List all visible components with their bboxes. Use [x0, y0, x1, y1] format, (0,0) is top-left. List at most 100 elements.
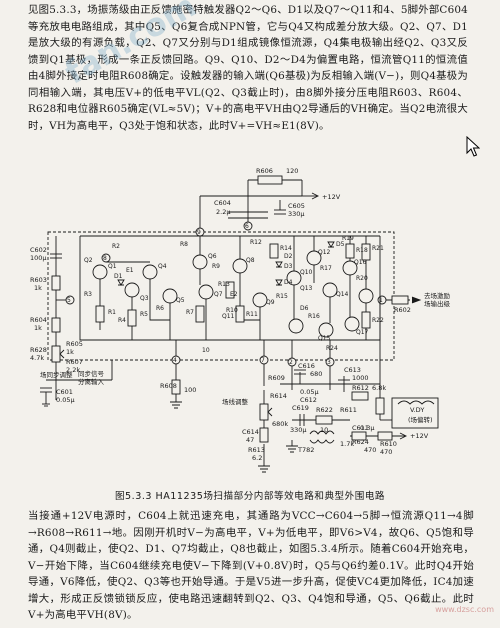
diode-label: D1 [114, 273, 123, 280]
resistor-label: R2 [112, 243, 120, 250]
transistor-label: Q14 [336, 291, 349, 298]
label-c604: C604 [214, 199, 231, 207]
transistor-label: Q10 [300, 269, 313, 276]
resistor-label: R22 [372, 317, 384, 324]
label-c601: C601 [56, 388, 73, 396]
resistor-label: R10 [226, 307, 238, 314]
label-c601-val: 0.05μ [56, 396, 75, 404]
resistor-label: R24 [326, 345, 338, 352]
label-r622: R622 [316, 406, 333, 414]
label-c604-val: 2.2μ [216, 208, 230, 216]
label-r605: R605 [66, 340, 83, 348]
label-c612-val: 0.05μ [300, 388, 319, 396]
pin-number: 3 [327, 359, 331, 366]
resistor-label: R17 [320, 265, 332, 272]
resistor-label: R7 [186, 309, 194, 316]
label-r606: R606 [256, 167, 273, 175]
label-r613: R613 [248, 446, 265, 454]
label-r610-val: 470 [380, 448, 392, 456]
diode-labels: D1 D2 D3 D4 D5 D6 [114, 241, 345, 312]
paragraph-bottom: 当接通+12V电源时，C604上就迅速充电，其通路为VCC→C604→5脚→恒流… [28, 510, 474, 621]
corner-watermark: www.dzsc.com [435, 605, 494, 614]
transistor-label: Q16 [354, 259, 367, 266]
resistor-label: R21 [372, 245, 384, 252]
label-c611: C611 [352, 424, 369, 432]
label-field-adjust: 场同步调整 [40, 370, 73, 379]
label-c602: C602 [30, 246, 47, 254]
label-v12b: +12V [410, 432, 429, 440]
label-r607-val: 2.2k [66, 366, 80, 374]
transistor-label: Q15 [318, 335, 331, 342]
label-r624: R624 [352, 438, 369, 446]
resistor-label: R3 [84, 291, 92, 298]
diode-label: D4 [284, 279, 293, 286]
resistor-label: R11 [246, 311, 258, 318]
label-vdy: V.DY [410, 406, 424, 414]
pin-number: 5 [67, 297, 71, 304]
label-vdy2: (场偏转) [408, 415, 433, 424]
resistor-label: R18 [356, 247, 368, 254]
resistor-labels: R1 R2 R3 R4 R5 R6 R7 R8 R9 R10 R11 R12 R… [84, 235, 384, 352]
label-r612-val: 6.8k [372, 384, 386, 392]
label-r602: R602 [394, 306, 411, 314]
pin-numbers: 9 6 8 5 4 7 2 3 1 10 [67, 223, 383, 366]
label-r604-val: 1k [34, 324, 42, 332]
emitter-label: E1 [126, 267, 134, 274]
transistor-label: Q5 [176, 297, 185, 304]
label-r611: R611 [340, 406, 357, 414]
label-r606-val: 120 [286, 167, 298, 175]
label-r624-val: 470 [364, 446, 376, 454]
label-sync-in: 同步信号 [78, 369, 105, 378]
label-c613: C613 [344, 366, 361, 374]
transistor-label: Q4 [158, 263, 167, 270]
paragraph-top: 见图5.3.3，场振荡级由正反馈施密特触发器Q2～Q6、D1以及Q7～Q11和4… [28, 4, 468, 132]
label-sync-in2: 分离输入 [78, 377, 105, 386]
pin-number: 9 [197, 229, 201, 236]
label-v12: +12V [322, 193, 341, 201]
pin-number: 4 [173, 357, 177, 364]
label-out2: 场输出级 [424, 299, 451, 308]
resistor-label: R13 [218, 281, 230, 288]
resistor-label: R8 [180, 241, 188, 248]
label-r605-val: 1k [66, 348, 74, 356]
diode-label: D3 [284, 263, 293, 270]
label-r608-val: 100 [184, 386, 196, 394]
resistor-label: R12 [250, 239, 262, 246]
label-c614-val: 47 [246, 436, 254, 444]
pin-number: 2 [289, 359, 293, 366]
transistor-label: Q1 [108, 263, 117, 270]
label-r613-val: 6.2 [252, 454, 262, 462]
transistor-label: Q7 [214, 291, 223, 298]
pin-number: 8 [103, 255, 107, 262]
label-c602-val: 100μ [30, 254, 47, 262]
emitter-labels: E1 E2 [126, 267, 238, 298]
diode-label: D2 [284, 253, 293, 260]
label-r628: R628 [30, 346, 47, 354]
transistor-label: Q3 [140, 295, 149, 302]
label-c605: C605 [288, 202, 305, 210]
diode-label: D5 [336, 241, 345, 248]
label-c605-val: 330μ [288, 210, 305, 218]
resistor-label: R15 [276, 293, 288, 300]
figure-caption: 图5.3.3 HA11235场扫描部分内部等效电路和典型外围电路 [114, 491, 386, 502]
pin-number: 1 [379, 297, 383, 304]
pin-number: 10 [202, 347, 210, 354]
label-c614: C614 [242, 428, 259, 436]
resistor-label: R5 [140, 311, 148, 318]
label-r628-val: 4.7k [30, 354, 44, 362]
label-field-linearity: 场线调整 [222, 397, 249, 406]
resistor-label: R4 [118, 317, 126, 324]
label-out1: 去场激励 [424, 291, 451, 300]
label-r607: R607 [66, 358, 83, 366]
label-r603-val: 1k [34, 284, 42, 292]
resistor-label: R16 [308, 313, 320, 320]
transistor-label: Q8 [246, 257, 255, 264]
label-r608: R608 [160, 382, 177, 390]
label-c613-val: 1000 [352, 374, 369, 382]
label-r611-val: 1.7k [340, 440, 354, 448]
ground-symbols [170, 394, 298, 473]
label-r612: R612 [352, 384, 369, 392]
pin-number: 7 [261, 357, 265, 364]
diode-label: D6 [300, 305, 309, 312]
